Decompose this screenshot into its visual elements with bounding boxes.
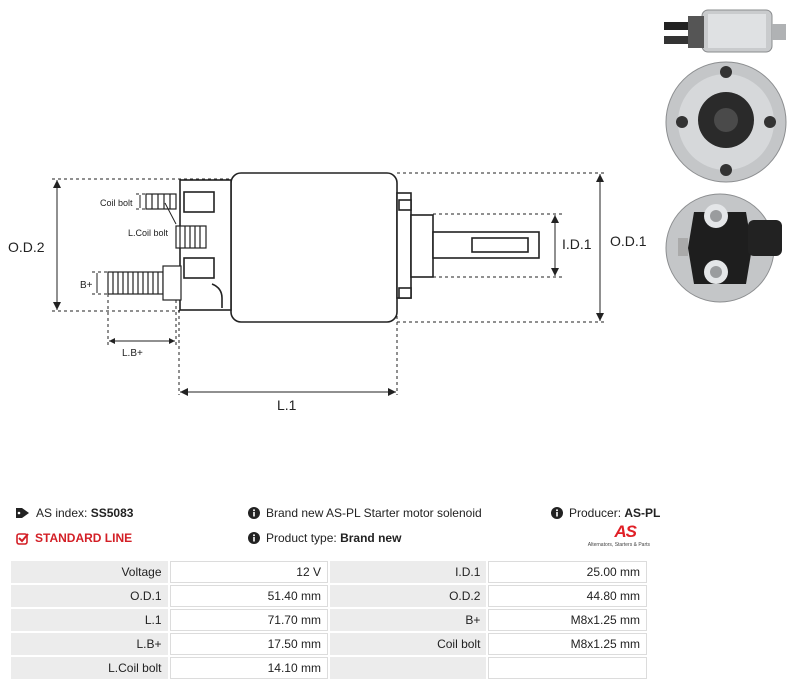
specs-table: Voltage 12 V I.D.1 25.00 mm O.D.1 51.40 … — [9, 559, 649, 681]
spec-value: 44.80 mm — [488, 585, 647, 607]
as-index-value: SS5083 — [90, 506, 134, 520]
producer-label: Producer: — [569, 506, 622, 520]
asp-logo: AS Alternators, Starters & Parts — [586, 522, 650, 554]
spec-key: Voltage — [11, 561, 168, 583]
product-photo-side — [664, 9, 786, 53]
info-icon — [248, 532, 260, 544]
od1-label: O.D.1 — [610, 233, 647, 249]
spec-value: 25.00 mm — [488, 561, 647, 583]
description-text: Brand new AS-PL Starter motor solenoid — [266, 506, 482, 520]
spec-value: 17.50 mm — [169, 633, 328, 655]
lbplus-label: L.B+ — [122, 348, 143, 359]
info-icon — [248, 507, 260, 519]
spec-key: O.D.1 — [11, 585, 168, 607]
tag-icon — [16, 508, 29, 518]
spec-value: 12 V — [169, 561, 328, 583]
info-icon — [551, 507, 563, 519]
as-index-label: AS index: — [36, 506, 88, 520]
product-photo-front — [665, 61, 787, 183]
spec-value: 14.10 mm — [169, 657, 328, 679]
spec-key: L.B+ — [11, 633, 168, 655]
id1-label: I.D.1 — [562, 236, 592, 252]
standard-line: STANDARD LINE — [16, 531, 132, 545]
product-type: Product type: Brand new — [248, 531, 401, 545]
spec-value: 51.40 mm — [169, 585, 328, 607]
table-row: O.D.1 51.40 mm O.D.2 44.80 mm — [11, 585, 647, 607]
logo-tagline: Alternators, Starters & Parts — [587, 542, 650, 548]
producer: Producer: AS-PL — [551, 506, 660, 520]
technical-drawing: O.D.2 O.D.1 I.D.1 L.1 B+ L.B+ Coil bolt … — [8, 172, 647, 413]
solenoid-body — [230, 172, 398, 323]
spec-value: M8x1.25 mm — [488, 633, 647, 655]
producer-value: AS-PL — [624, 506, 661, 520]
spec-value — [488, 657, 647, 679]
checkbox-icon — [16, 532, 29, 545]
spec-key: I.D.1 — [329, 561, 487, 583]
spec-key — [329, 657, 487, 679]
l1-label: L.1 — [277, 397, 297, 413]
bplus-label: B+ — [80, 280, 93, 291]
table-row: L.1 71.70 mm B+ M8x1.25 mm — [11, 609, 647, 631]
od2-label: O.D.2 — [8, 239, 45, 255]
as-index: AS index: SS5083 — [16, 506, 133, 520]
spec-value: M8x1.25 mm — [488, 609, 647, 631]
product-photo-back — [665, 193, 782, 303]
spec-value: 71.70 mm — [169, 609, 328, 631]
table-row: Voltage 12 V I.D.1 25.00 mm — [11, 561, 647, 583]
table-row: L.B+ 17.50 mm Coil bolt M8x1.25 mm — [11, 633, 647, 655]
logo-text: AS — [614, 522, 637, 541]
spec-key: O.D.2 — [329, 585, 487, 607]
table-row: L.Coil bolt 14.10 mm — [11, 657, 647, 679]
product-type-value: Brand new — [340, 531, 402, 545]
product-type-label: Product type: — [266, 531, 337, 545]
spec-key: Coil bolt — [329, 633, 487, 655]
coil-bolt-label: Coil bolt — [100, 198, 133, 208]
spec-key: L.1 — [11, 609, 168, 631]
standard-line-text: STANDARD LINE — [35, 531, 133, 545]
l-coil-bolt-label: L.Coil bolt — [128, 228, 169, 238]
spec-key: L.Coil bolt — [11, 657, 168, 679]
spec-key: B+ — [329, 609, 487, 631]
description: Brand new AS-PL Starter motor solenoid — [248, 506, 482, 520]
